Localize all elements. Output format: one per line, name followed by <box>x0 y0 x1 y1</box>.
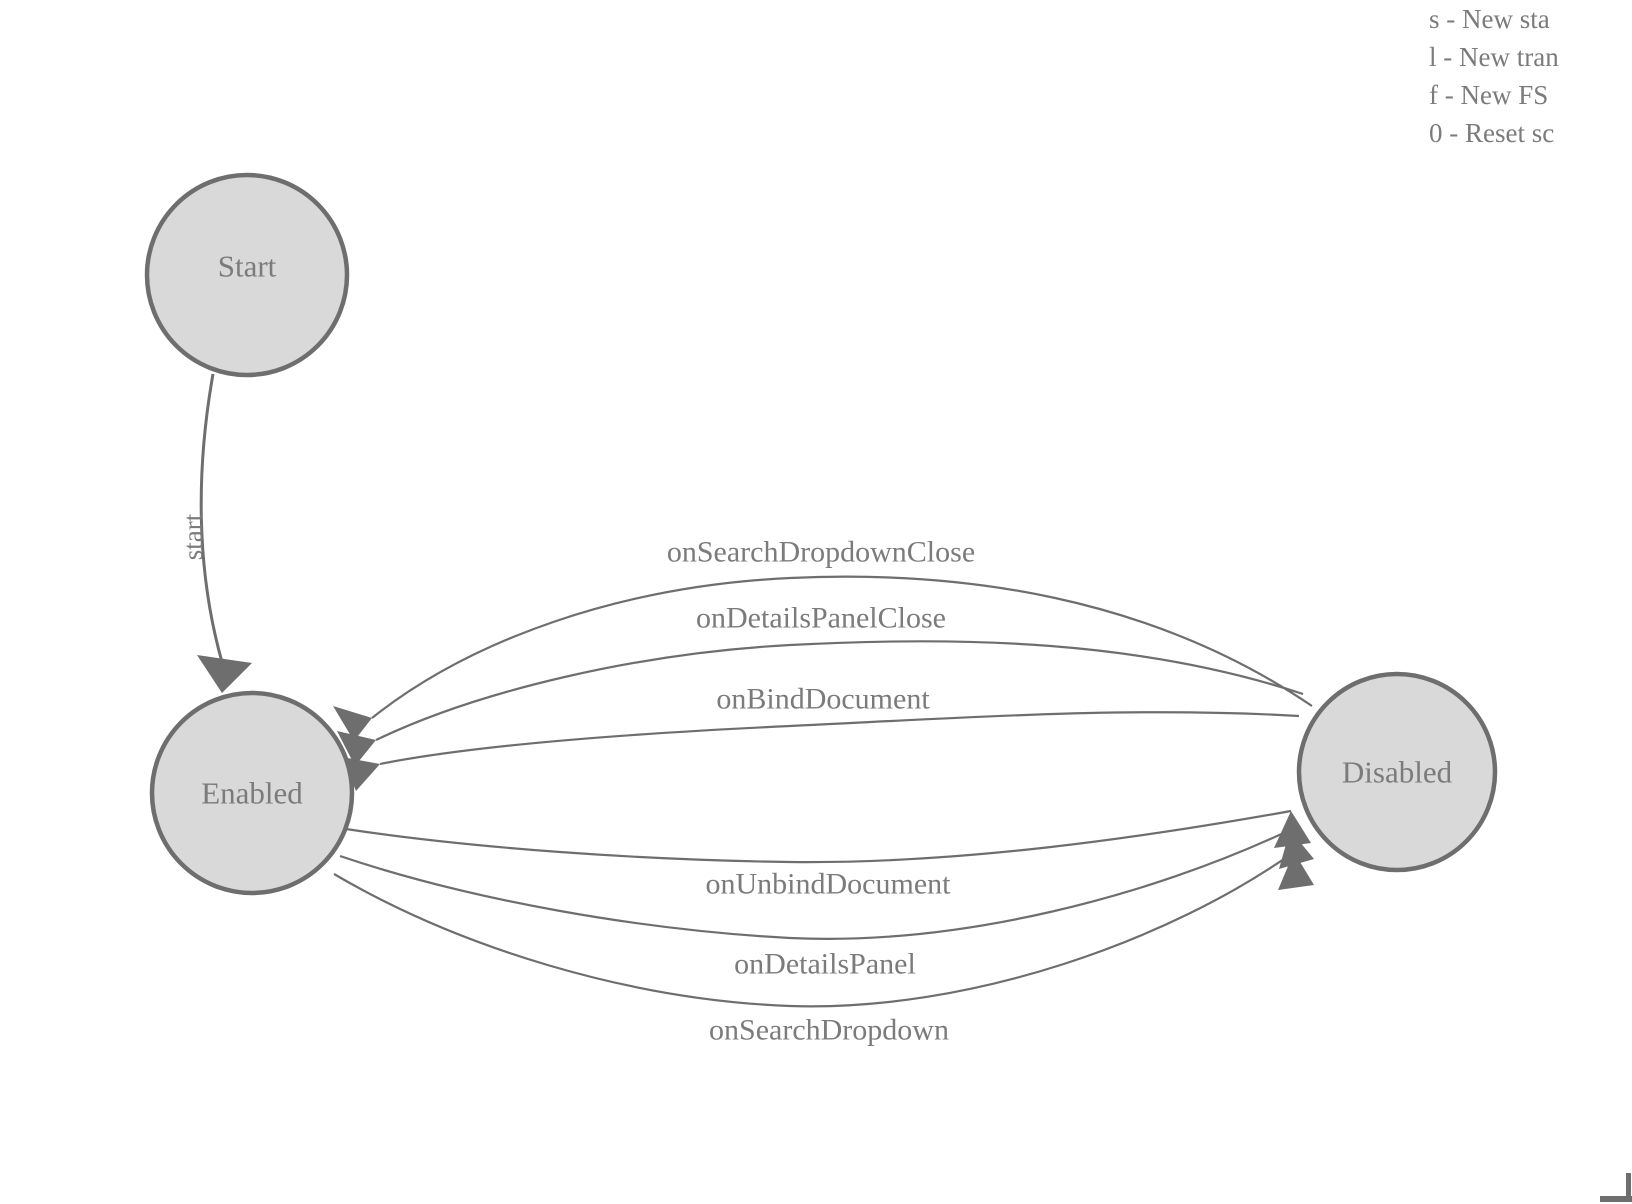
transition-label: onSearchDropdown <box>709 1014 949 1047</box>
legend-line-new-fsm: f - New FS <box>1429 80 1549 110</box>
transition-arrowhead <box>197 655 252 693</box>
legend-line-reset: 0 - Reset sc <box>1429 118 1555 148</box>
transition-label: onSearchDropdownClose <box>667 536 975 569</box>
transition-onDetailsPanel[interactable]: onDetailsPanel <box>339 829 1314 981</box>
transition-arrowhead <box>342 757 380 791</box>
transition-onSearchDropdown[interactable]: onSearchDropdown <box>333 851 1314 1047</box>
transition-arrowhead <box>1278 852 1314 890</box>
transition-arrowhead <box>337 731 376 766</box>
state-circle[interactable] <box>144 172 350 378</box>
transition-arrowhead <box>1279 830 1314 869</box>
transition-edge-path[interactable] <box>379 711 1300 766</box>
transition-edge-path[interactable] <box>375 640 1304 741</box>
transition-label: onBindDocument <box>716 683 930 716</box>
transition-label: onDetailsPanelClose <box>696 602 946 635</box>
state-label: Disabled <box>1342 755 1453 790</box>
transition-start[interactable]: start <box>178 373 252 693</box>
state-node-enabled[interactable]: Enabled <box>149 690 355 896</box>
transition-label: onDetailsPanel <box>734 948 916 981</box>
transition-label: start <box>178 513 208 560</box>
state-label: Enabled <box>201 776 303 811</box>
transition-onUnbindDocument[interactable]: onUnbindDocument <box>345 809 1311 901</box>
transition-onBindDocument[interactable]: onBindDocument <box>342 683 1300 792</box>
legend-line-new-transition: l - New tran <box>1429 42 1559 72</box>
state-label: Start <box>218 249 277 284</box>
transition-onDetailsPanelClose[interactable]: onDetailsPanelClose <box>337 602 1304 767</box>
transition-arrowhead <box>1274 811 1311 848</box>
keyboard-shortcut-legend: s - New sta l - New tran f - New FS 0 - … <box>1429 0 1632 152</box>
transition-label: onUnbindDocument <box>706 868 952 901</box>
legend-line-new-state: s - New sta <box>1429 4 1550 34</box>
state-circle[interactable] <box>1296 671 1498 873</box>
transition-arrowhead <box>333 706 372 741</box>
transition-edge-path[interactable] <box>371 575 1313 719</box>
transition-edge-path[interactable] <box>345 809 1292 864</box>
transition-edge-path[interactable] <box>339 829 1291 940</box>
transition-edge-path[interactable] <box>199 373 224 663</box>
state-circle[interactable] <box>149 690 355 896</box>
state-node-start[interactable]: Start <box>144 172 350 378</box>
horizontal-scrollbar-thumb[interactable] <box>1600 1196 1632 1202</box>
transition-edge-path[interactable] <box>333 851 1295 1008</box>
vertical-scrollbar-thumb[interactable] <box>1626 1173 1631 1199</box>
transition-onSearchDropdownClose[interactable]: onSearchDropdownClose <box>333 536 1313 742</box>
state-node-disabled[interactable]: Disabled <box>1296 671 1498 873</box>
